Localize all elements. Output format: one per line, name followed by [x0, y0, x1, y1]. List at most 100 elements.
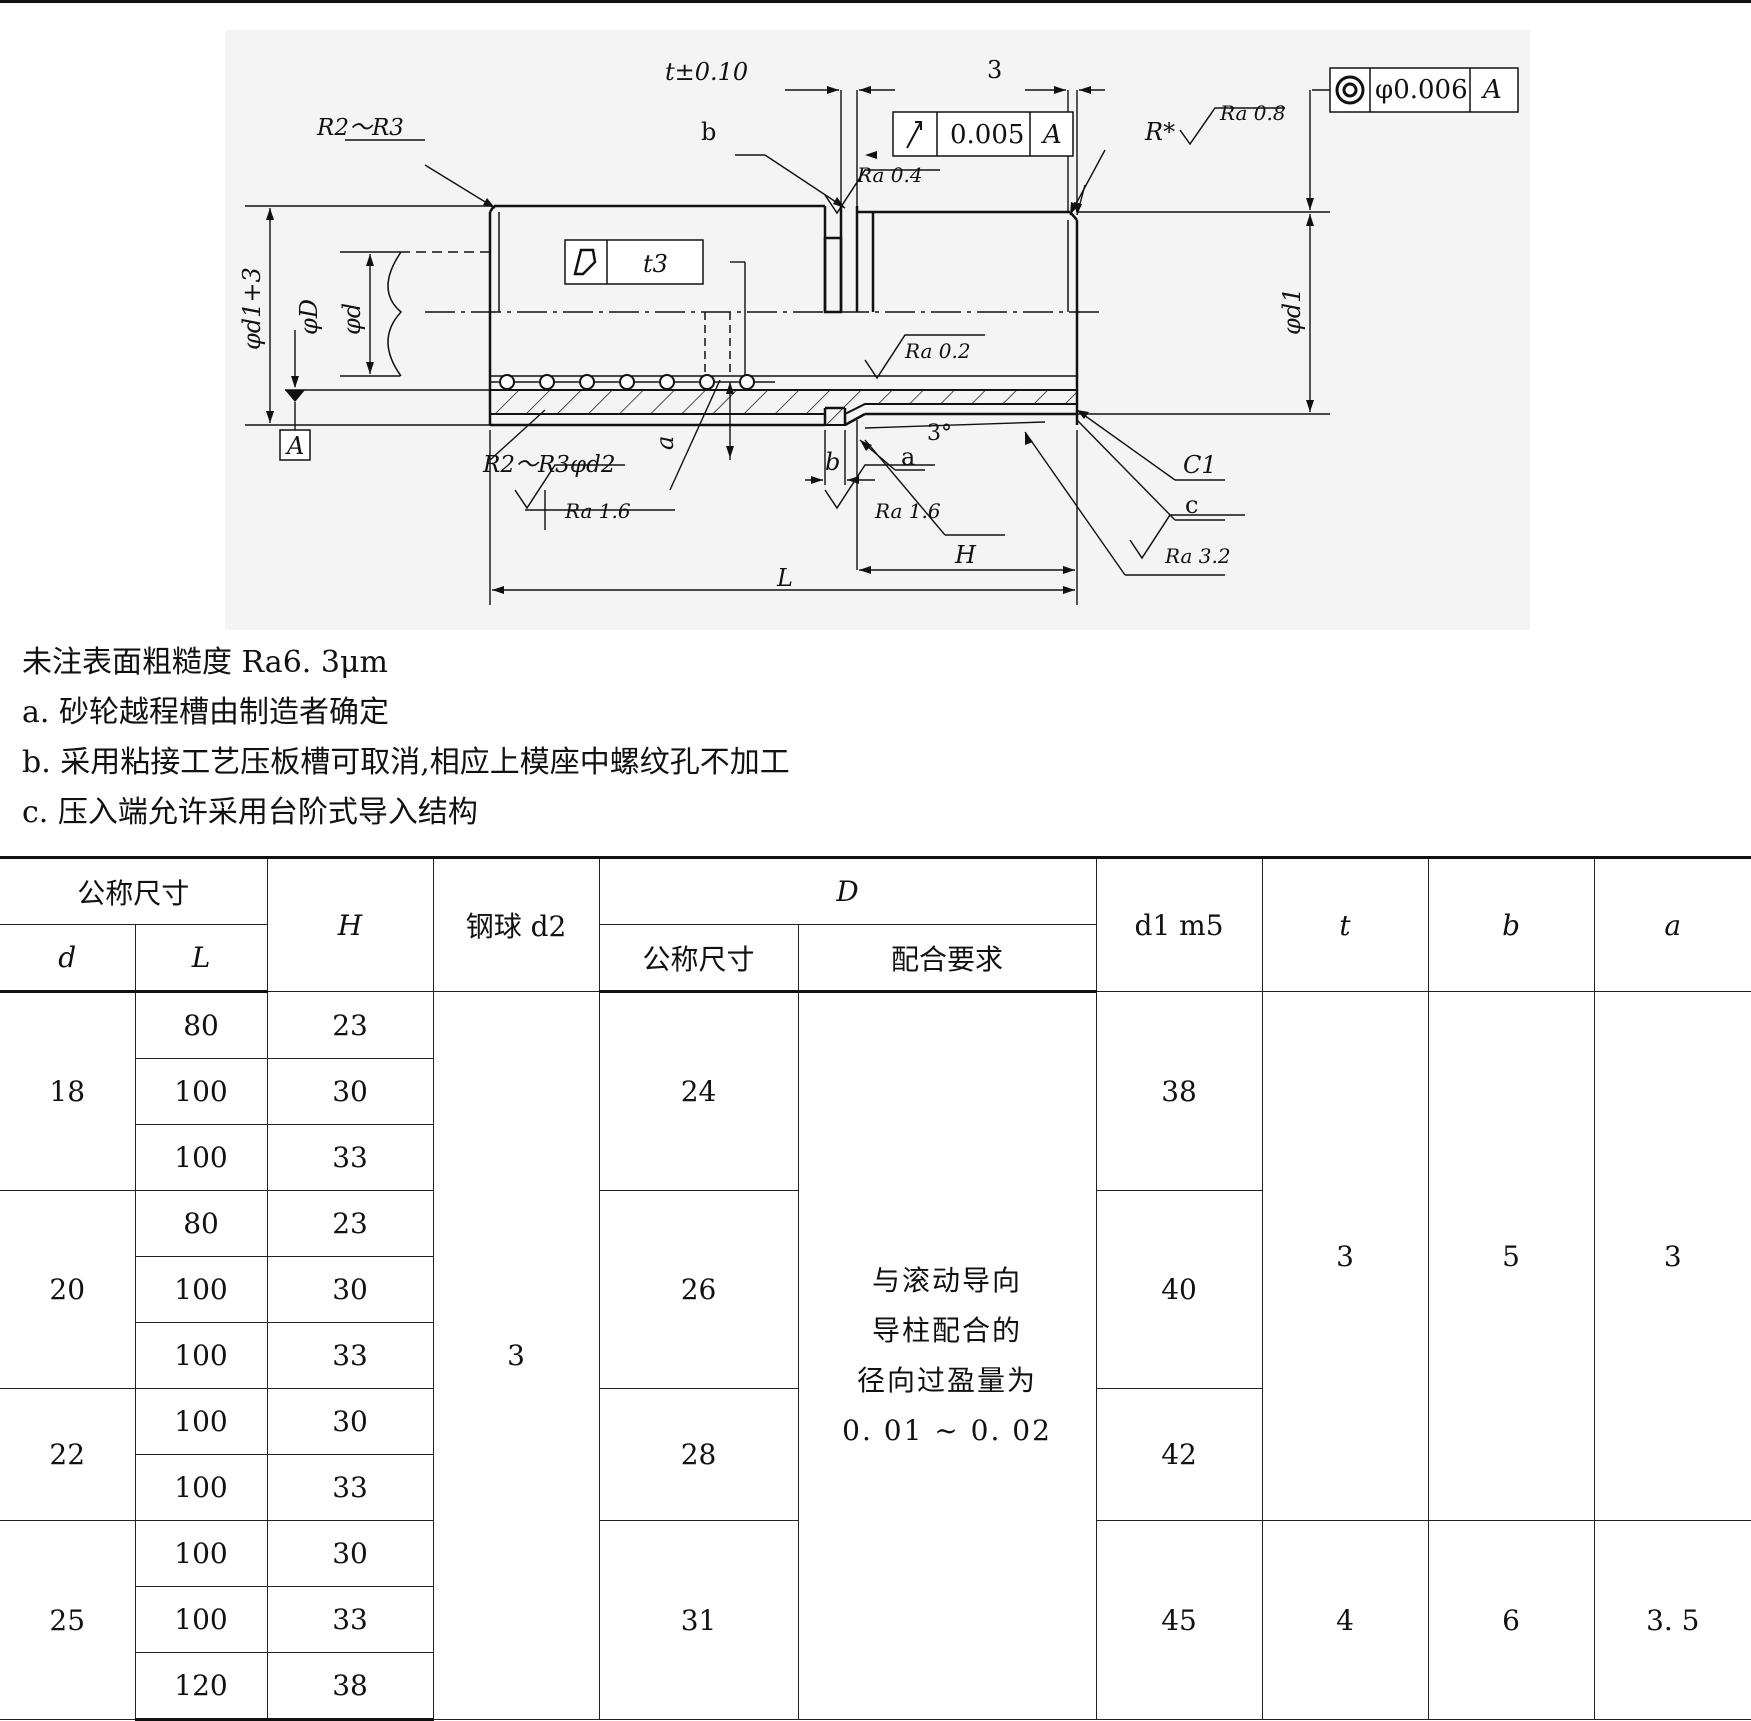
cell-h: 30 — [266, 1256, 434, 1323]
cell-a: 3. 5 — [1593, 1520, 1751, 1720]
r2r3-top-label: R2～R3 — [316, 115, 404, 141]
cell-h: 30 — [266, 1058, 434, 1125]
cell-l: 100 — [135, 1124, 268, 1191]
cell-h: 30 — [266, 1388, 434, 1455]
cell-ball: 3 — [432, 991, 600, 1720]
cell-d1: 40 — [1095, 1190, 1263, 1389]
fit-requirement-line: 导柱配合的 — [872, 1314, 1023, 1347]
note-c: c. 压入端允许采用台阶式导入结构 — [22, 795, 478, 830]
cell-l: 100 — [135, 1586, 268, 1653]
a-dimension-label: a — [651, 436, 679, 450]
header-ball: 钢球 d2 — [432, 856, 600, 992]
fit-requirement-line: 径向过盈量为 — [857, 1364, 1038, 1397]
roughness-note: 未注表面粗糙度 Ra6. 3μm — [22, 645, 388, 680]
cell-d-nominal: 26 — [598, 1190, 799, 1389]
phi-big-d-label: φD — [295, 299, 323, 335]
cell-h: 33 — [266, 1586, 434, 1653]
cell-t: 4 — [1261, 1520, 1429, 1720]
runout-icon — [906, 121, 922, 149]
cell-d1: 45 — [1095, 1520, 1263, 1720]
cylindricity-icon — [573, 248, 597, 276]
runout-frame — [892, 111, 1074, 157]
cell-b: 5 — [1427, 991, 1595, 1521]
datum-a-symbol — [279, 330, 490, 461]
ra-04-label: Ra 0.4 — [856, 163, 923, 187]
cell-l: 100 — [135, 1454, 268, 1521]
technical-drawing: R2～R3 t±0.10 3 b 0.005 A R* Ra 0.8 Ra 0.… — [225, 30, 1530, 630]
cell-l: 80 — [134, 1190, 268, 1257]
cell-l: 100 — [135, 1058, 268, 1125]
r2r3-bottom-label: R2～R3 — [482, 452, 570, 478]
cell-b: 6 — [1427, 1520, 1595, 1720]
flatness-frame — [564, 239, 704, 285]
cell-l: 100 — [134, 1388, 268, 1455]
cell-l: 80 — [134, 991, 268, 1059]
cell-d: 20 — [0, 1190, 136, 1389]
cell-d: 18 — [0, 991, 136, 1191]
datum-a-label: A — [285, 432, 304, 460]
ra-16-right-label: Ra 1.6 — [874, 499, 941, 523]
cell-l: 120 — [135, 1652, 268, 1721]
cell-h: 38 — [266, 1652, 434, 1721]
cell-d-nominal: 24 — [598, 991, 799, 1191]
t-tolerance-label: t±0.10 — [665, 58, 748, 86]
note-a: a. 砂轮越程槽由制造者确定 — [22, 695, 389, 730]
cell-l: 100 — [134, 1520, 268, 1587]
phi-d1-plus3-label: φd1+3 — [238, 267, 266, 350]
runout-datum: A — [1041, 120, 1062, 150]
cell-d1: 38 — [1095, 991, 1263, 1191]
h-dimension-label: H — [954, 541, 977, 569]
hatched-wall — [489, 389, 1078, 426]
b-top-label: b — [701, 118, 716, 146]
concentricity-frame — [1329, 67, 1519, 113]
arrowheads — [266, 86, 1314, 594]
header-t: t — [1261, 856, 1429, 992]
cell-l: 100 — [135, 1256, 268, 1323]
header-l: L — [134, 924, 268, 993]
header-h: H — [266, 856, 434, 992]
l-dimension-label: L — [776, 564, 793, 592]
cell-h: 33 — [266, 1124, 434, 1191]
header-nominal-size: 公称尺寸 — [0, 856, 268, 925]
header-d-fit: 配合要求 — [797, 924, 1097, 993]
cell-l: 100 — [135, 1322, 268, 1389]
three-degree-label: 3° — [927, 421, 952, 446]
phi-d2-label: φd2 — [570, 452, 615, 478]
c1-chamfer-label: C1 — [1183, 451, 1217, 479]
cell-d-nominal: 31 — [598, 1520, 799, 1720]
break-curve — [387, 251, 403, 377]
flatness-tolerance: t3 — [643, 250, 668, 278]
notes-block: 未注表面粗糙度 Ra6. 3μm a. 砂轮越程槽由制造者确定 b. 采用粘接工… — [22, 638, 1722, 838]
ra-16-left-label: Ra 1.6 — [564, 499, 631, 523]
cell-d: 22 — [0, 1388, 136, 1521]
dimension-lines — [245, 89, 1335, 605]
steel-balls — [499, 374, 755, 390]
phi-d1-label: φd1 — [1278, 288, 1306, 335]
header-b: b — [1427, 856, 1595, 992]
r-star-label: R* — [1144, 118, 1175, 146]
cell-d: 25 — [0, 1520, 136, 1720]
cell-d1: 42 — [1095, 1388, 1263, 1521]
ra-32-label: Ra 3.2 — [1164, 544, 1231, 568]
cell-h: 23 — [266, 1190, 434, 1257]
cell-h: 23 — [266, 991, 434, 1059]
note-a-marker: a — [901, 443, 915, 471]
cell-d-nominal: 28 — [598, 1388, 799, 1521]
header-big-d: D — [598, 856, 1097, 925]
cell-t: 3 — [1261, 991, 1429, 1521]
cell-h: 33 — [266, 1454, 434, 1521]
phi-d-label: φd — [338, 303, 366, 335]
runout-value: 0.005 — [950, 120, 1024, 150]
note-b: b. 采用粘接工艺压板槽可取消,相应上模座中螺纹孔不加工 — [22, 745, 790, 780]
